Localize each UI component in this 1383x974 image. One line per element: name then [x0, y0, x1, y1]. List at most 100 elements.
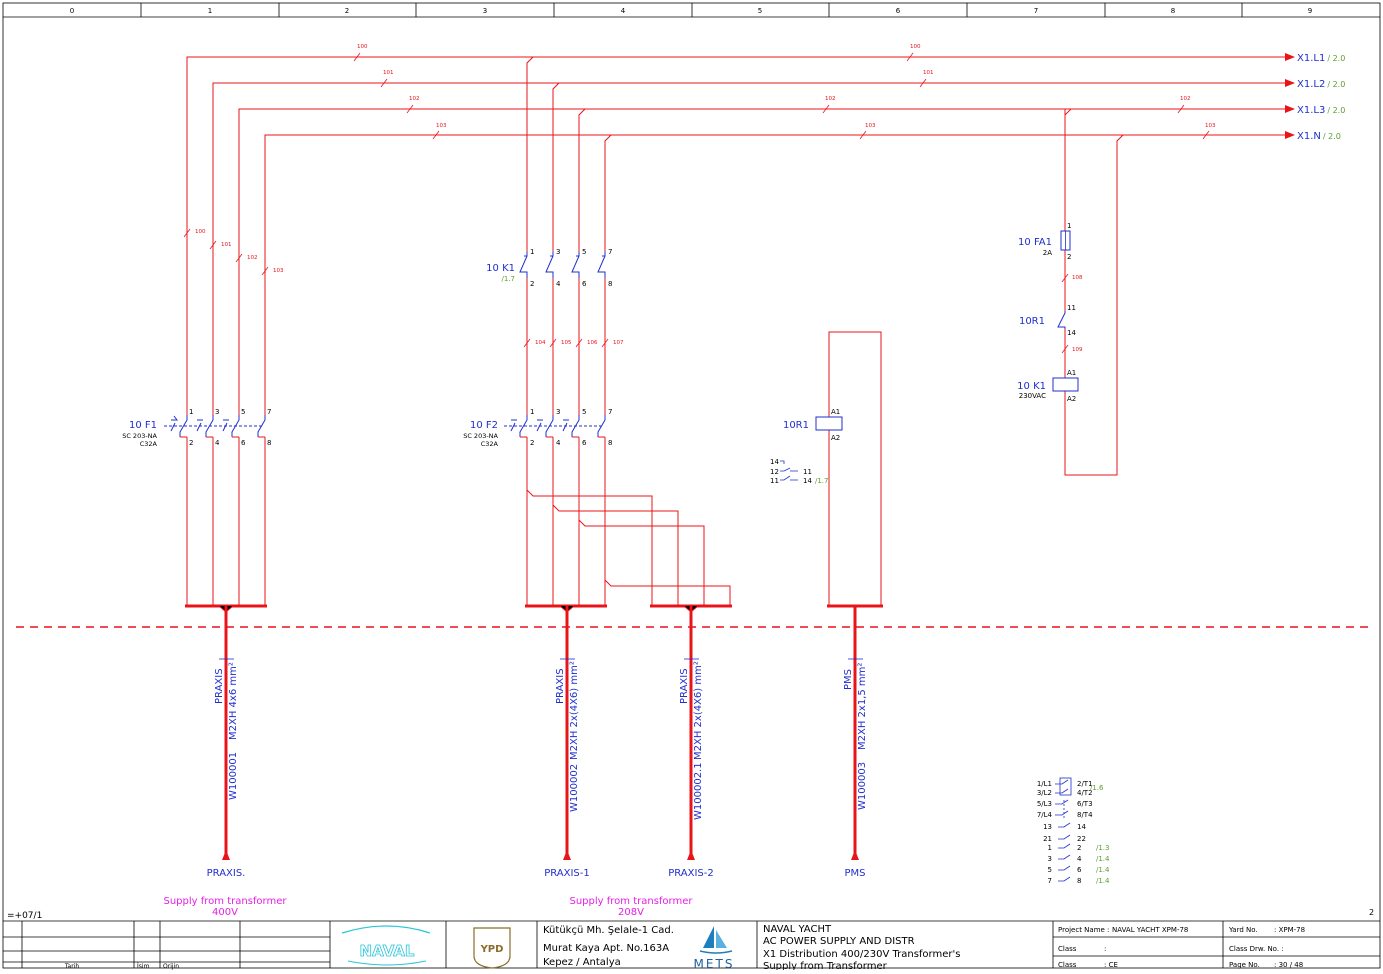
contactor-k1-coil[interactable]: 10 K1 230VAC A1 A2	[1017, 369, 1079, 403]
relay-r1-contact[interactable]: 10R1 11 14	[1019, 304, 1077, 337]
fuse-fa1[interactable]: 10 FA1 2A 1 2	[1018, 222, 1071, 261]
supply-note: 400V	[212, 907, 238, 918]
svg-text::: :	[1104, 945, 1106, 953]
svg-text:6: 6	[241, 439, 246, 447]
svg-text:106: 106	[587, 340, 598, 346]
svg-text:100: 100	[910, 44, 921, 50]
contactor-k1-coil-label: 10 K1	[1017, 381, 1046, 392]
output-label-l2[interactable]: X1.L2	[1297, 79, 1325, 90]
svg-text:103: 103	[1205, 123, 1216, 129]
svg-text:3: 3	[215, 408, 219, 416]
svg-text:W100001: W100001	[228, 752, 239, 800]
relay-r1-contact-label: 10R1	[1019, 316, 1045, 327]
cable-w100001[interactable]: PRAXIS M2XH 4x6 mm² W100001 PRAXIS.	[207, 606, 246, 879]
svg-text:1: 1	[530, 248, 534, 256]
supply-notes: Supply from transformer 400V Supply from…	[164, 896, 694, 918]
breaker-f2-label: 10 F2	[470, 420, 498, 431]
column-number: 4	[621, 7, 626, 15]
breaker-f2-rating: C32A	[481, 440, 499, 448]
svg-text:1: 1	[1067, 222, 1071, 230]
svg-text:6: 6	[1077, 866, 1082, 874]
svg-text:14: 14	[1067, 329, 1076, 337]
svg-text:X1 Distribution 400/230V Trans: X1 Distribution 400/230V Transformer's	[763, 949, 960, 960]
svg-text:107: 107	[613, 340, 624, 346]
svg-text:Yard No.: Yard No.	[1228, 926, 1258, 934]
svg-text:103: 103	[865, 123, 876, 129]
svg-text:8: 8	[608, 280, 612, 288]
svg-text:Class: Class	[1058, 945, 1077, 953]
svg-text:Supply from Transformer: Supply from Transformer	[763, 961, 888, 970]
wire-ticks	[183, 52, 1210, 354]
fuse-fa1-label: 10 FA1	[1018, 237, 1052, 248]
svg-text:7: 7	[1048, 877, 1052, 885]
svg-text:6/T3: 6/T3	[1077, 800, 1093, 808]
supply-note: 208V	[618, 907, 644, 918]
cable-destination: PRAXIS-1	[544, 868, 590, 879]
svg-text:11: 11	[770, 477, 779, 485]
svg-text:M2XH 2x(4X6) mm²: M2XH 2x(4X6) mm²	[693, 661, 704, 760]
column-number: 6	[896, 7, 901, 15]
contactor-k1-contact-ref[interactable]: /1.4	[1096, 866, 1110, 874]
svg-text:4/T2: 4/T2	[1077, 789, 1093, 797]
cable-w100003[interactable]: PMS M2XH 2x1,5 mm² W100003 PMS	[843, 606, 868, 879]
svg-text:YPD: YPD	[480, 944, 504, 955]
svg-text:8/T4: 8/T4	[1077, 811, 1093, 819]
breaker-f1-type: SC 203-NA	[122, 432, 157, 440]
contactor-k1-contact-ref[interactable]: /1.6	[1090, 784, 1104, 792]
svg-text:M2XH 2x(4X6) mm²: M2XH 2x(4X6) mm²	[569, 661, 580, 760]
title-block: Tarih İsim Orijin NAVAL YPD Kütükçü Mh. …	[3, 920, 1380, 972]
svg-text:A2: A2	[1067, 395, 1076, 403]
relay-r1-contact-ref[interactable]: /1.7	[815, 477, 829, 485]
contactor-k1-contact-list: 1/L1 2/T1 3/L2 4/T2 5/L3 6/T3 7/L4 8/T4 …	[1037, 777, 1110, 885]
svg-text:Orijin: Orijin	[163, 963, 179, 970]
svg-text:3/L2: 3/L2	[1037, 789, 1052, 797]
output-label-l1[interactable]: X1.L1	[1297, 53, 1325, 64]
svg-text:PMS: PMS	[843, 669, 854, 690]
contactor-k1-contact-ref[interactable]: /1.3	[1096, 844, 1110, 852]
relay-r1-coil[interactable]: 10R1 A1 A2 14 12 11 11 14 /1.7	[770, 408, 843, 485]
svg-text:NAVAL: NAVAL	[360, 942, 415, 960]
column-number: 0	[70, 7, 74, 15]
svg-text:3: 3	[556, 248, 560, 256]
svg-text:3: 3	[556, 408, 560, 416]
svg-text:5: 5	[1048, 866, 1052, 874]
svg-text:Tarih: Tarih	[64, 963, 79, 970]
output-label-l3[interactable]: X1.L3	[1297, 105, 1325, 116]
relay-r1-label: 10R1	[783, 420, 809, 431]
svg-text:4: 4	[556, 439, 561, 447]
svg-text:PRAXIS: PRAXIS	[679, 668, 690, 704]
output-label-n[interactable]: X1.N	[1297, 131, 1321, 142]
svg-text:103: 103	[273, 268, 284, 274]
mets-logo: METS	[694, 926, 732, 971]
supply-note: Supply from transformer	[570, 896, 694, 907]
svg-text:A1: A1	[1067, 369, 1076, 377]
svg-text:2: 2	[189, 439, 193, 447]
breaker-f1-label: 10 F1	[129, 420, 157, 431]
svg-text:5: 5	[241, 408, 245, 416]
svg-text:1: 1	[189, 408, 193, 416]
svg-text:X1.N/ 2.0: X1.N/ 2.0	[1297, 131, 1341, 142]
cable-w100002[interactable]: PRAXIS M2XH 2x(4X6) mm² W100002 PRAXIS-1	[544, 606, 590, 879]
svg-text:1: 1	[1048, 844, 1052, 852]
contactor-k1-contact-ref[interactable]: /1.4	[1096, 877, 1110, 885]
svg-text:109: 109	[1072, 347, 1083, 353]
column-number: 3	[483, 7, 487, 15]
svg-text:12: 12	[770, 468, 779, 476]
svg-text:108: 108	[1072, 275, 1083, 281]
svg-text:14: 14	[803, 477, 812, 485]
svg-text:100: 100	[195, 229, 206, 235]
svg-text:Murat Kaya Apt. No.163A: Murat Kaya Apt. No.163A	[543, 943, 669, 954]
contactor-k1-contact-ref[interactable]: /1.4	[1096, 855, 1110, 863]
contactor-k1-ref[interactable]: /1.7	[502, 275, 516, 283]
svg-text:21: 21	[1043, 835, 1052, 843]
svg-text:5/L3: 5/L3	[1037, 800, 1052, 808]
cable-w100002-1[interactable]: PRAXIS M2XH 2x(4X6) mm² W100002.1 PRAXIS…	[668, 606, 714, 879]
svg-text:Page No.: Page No.	[1229, 961, 1260, 969]
svg-text:X1.L1/ 2.0: X1.L1/ 2.0	[1297, 53, 1345, 64]
svg-text:2: 2	[530, 280, 534, 288]
svg-text:W100003: W100003	[857, 762, 868, 810]
